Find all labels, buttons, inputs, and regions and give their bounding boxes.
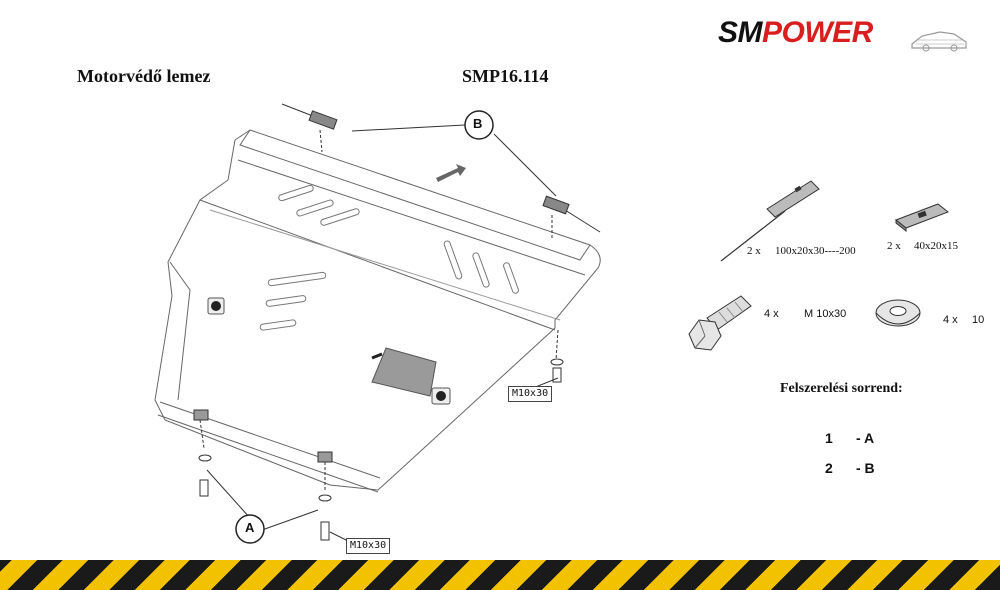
bolt-qty: 4 x: [764, 308, 779, 320]
brand-logo-power: POWER: [762, 16, 873, 49]
bolt-hole: [211, 301, 221, 311]
callout-b-circle: [464, 110, 494, 140]
drain-hatch: [371, 347, 437, 397]
callout-a-circle: [235, 514, 265, 544]
bolt-hole-group: [207, 297, 451, 405]
bolt-icon: [320, 521, 330, 541]
vent-slot: [503, 262, 519, 294]
vent-slot: [296, 199, 334, 217]
brand-logo: SMPOWER: [718, 16, 873, 50]
callout-a-label: A: [245, 520, 255, 535]
bolt-part-icon: [688, 295, 752, 351]
washer-part-icon: [875, 299, 921, 327]
sequence-step-1-num: 1: [825, 430, 833, 446]
top-flange: [239, 129, 591, 261]
long-plate-qty: 2 x: [747, 245, 761, 257]
vent-slot: [265, 295, 307, 307]
washer-icon: [198, 454, 212, 462]
vent-slot: [320, 208, 360, 226]
bottom-bracket-left: [193, 409, 209, 421]
small-plate-qty: 2 x: [887, 240, 901, 252]
top-bracket-left: [308, 110, 338, 130]
small-plate-size: 40x20x15: [914, 240, 958, 252]
bottom-flange: [159, 401, 381, 479]
bolt-label-right: M10x30: [508, 386, 553, 402]
bolt-label-bottom: M10x30: [346, 538, 391, 554]
top-bracket-right: [542, 195, 570, 215]
product-code: SMP16.114: [462, 66, 549, 86]
hazard-stripe-footer: [0, 560, 1000, 590]
bolt-icon: [199, 479, 209, 497]
callout-b-label: B: [473, 116, 483, 131]
washer-size: 10: [972, 314, 985, 326]
washer-icon: [550, 358, 564, 366]
vent-slot: [278, 184, 314, 202]
bolt-hole: [436, 391, 446, 401]
sequence-step-1-ref: - A: [856, 430, 875, 446]
vent-slot: [267, 271, 327, 287]
skid-plate-diagram: [154, 103, 601, 544]
bottom-bracket-right: [317, 451, 333, 463]
sequence-step-2-num: 2: [825, 460, 833, 476]
bolt-icon: [552, 367, 562, 383]
bolt-size: M 10x30: [804, 308, 847, 320]
long-plate-size: 100x20x30----200: [775, 245, 856, 257]
car-silhouette-icon: [911, 31, 967, 52]
washer-icon: [318, 494, 332, 502]
vent-slot: [259, 319, 297, 331]
small-plate-icon: [895, 203, 949, 232]
washer-qty: 4 x: [943, 314, 958, 326]
vent-slot: [443, 240, 463, 280]
direction-arrow-icon: [436, 164, 466, 182]
vent-slot: [472, 252, 490, 288]
sequence-label: Felszerelési sorrend:: [780, 381, 903, 396]
brand-logo-sm: SM: [718, 16, 763, 49]
skid-plate-outline: [154, 129, 601, 491]
product-name: Motorvédő lemez: [77, 66, 211, 86]
sequence-step-2-ref: - B: [856, 460, 875, 476]
long-plate-icon: [720, 180, 820, 262]
